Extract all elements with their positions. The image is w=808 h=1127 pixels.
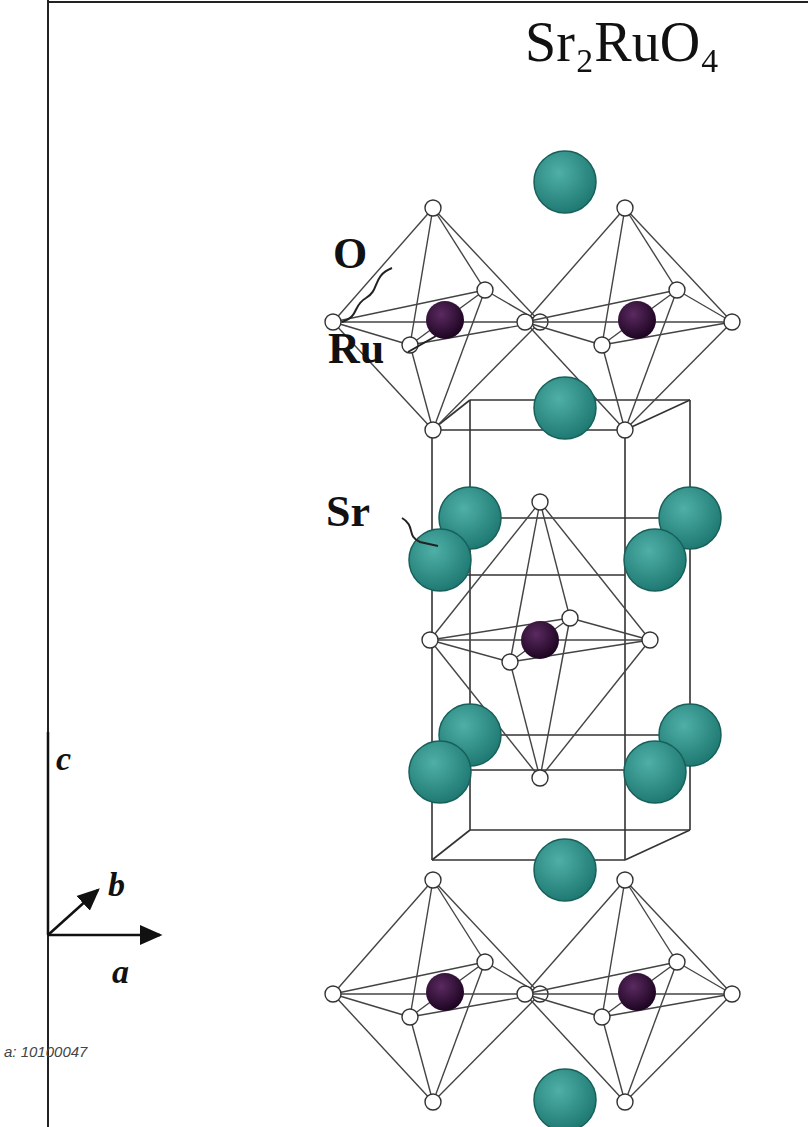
- o-atom: [402, 1009, 418, 1025]
- sr-atom: [624, 741, 686, 803]
- ruo6-octahedron: [325, 872, 548, 1110]
- o-atom: [422, 632, 438, 648]
- sr-atom: [409, 529, 471, 591]
- o-atom: [532, 494, 548, 510]
- watermark-note: a: 10100047: [4, 1044, 87, 1059]
- o-atom: [617, 422, 633, 438]
- o-atom: [724, 986, 740, 1002]
- o-atom: [594, 1009, 610, 1025]
- ruo6-octahedron: [325, 200, 548, 438]
- o-atom: [642, 632, 658, 648]
- o-atom: [325, 986, 341, 1002]
- o-atom: [517, 314, 533, 330]
- o-atom: [532, 770, 548, 786]
- ru-atom: [426, 301, 464, 339]
- sr-atom: [534, 151, 596, 213]
- axis-label: b: [108, 868, 125, 902]
- formula-title: Sr₂RuO₄: [525, 14, 720, 70]
- o-atom: [425, 422, 441, 438]
- sr-atom: [534, 839, 596, 901]
- o-atom: [425, 1094, 441, 1110]
- o-atom: [617, 1094, 633, 1110]
- o-atom: [425, 872, 441, 888]
- o-atom: [617, 200, 633, 216]
- sr-atom: [409, 741, 471, 803]
- axis-label: a: [112, 955, 129, 989]
- ru-atom: [618, 301, 656, 339]
- axis-label: c: [56, 742, 71, 776]
- ru-atom: [426, 973, 464, 1011]
- o-atom: [724, 314, 740, 330]
- o-atom: [477, 954, 493, 970]
- o-atom: [594, 337, 610, 353]
- ru-atom: [618, 973, 656, 1011]
- ruo6-octahedron: [517, 200, 740, 438]
- o-atom: [477, 282, 493, 298]
- ru-atom: [521, 621, 559, 659]
- o-atom: [669, 954, 685, 970]
- atom-label: Ru: [328, 327, 384, 371]
- o-atom: [562, 610, 578, 626]
- o-atom: [669, 282, 685, 298]
- o-atom: [425, 200, 441, 216]
- atom-label: O: [333, 232, 367, 276]
- o-atom: [502, 654, 518, 670]
- atom-label: Sr: [326, 490, 370, 534]
- o-atom: [517, 986, 533, 1002]
- o-atom: [617, 872, 633, 888]
- sr-atom: [624, 529, 686, 591]
- sr-atom: [534, 1069, 596, 1127]
- sr-atom: [534, 377, 596, 439]
